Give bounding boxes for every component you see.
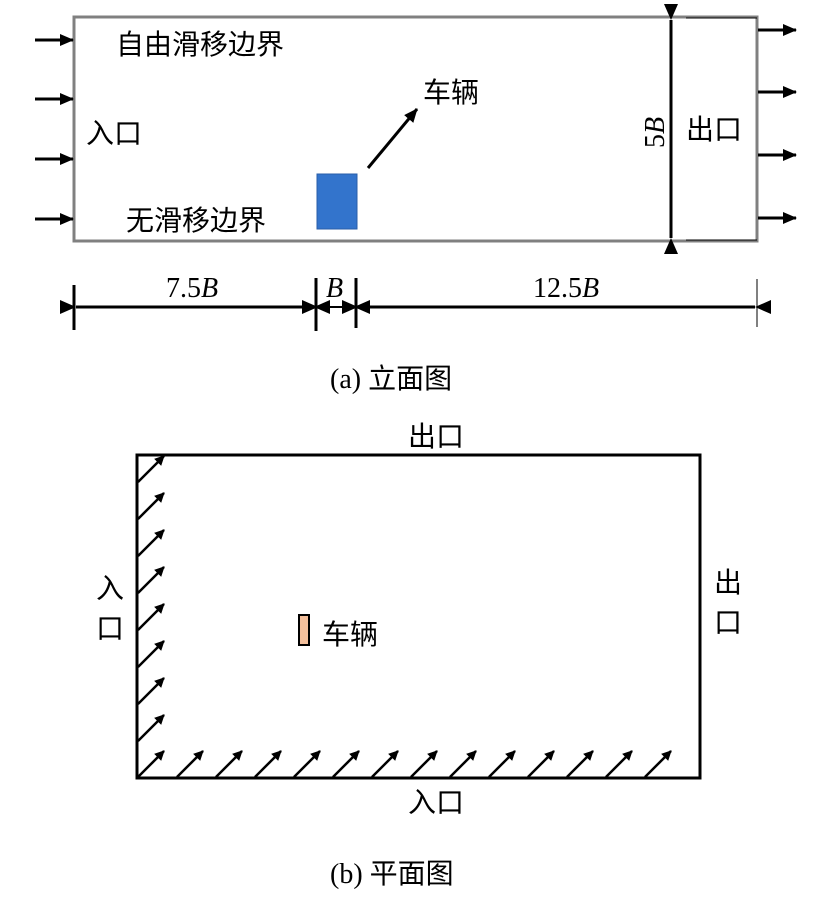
right-outlet-label: 口 xyxy=(714,606,742,639)
inlet-arrows xyxy=(35,34,74,225)
inlet-arrow xyxy=(488,750,516,778)
vehicle xyxy=(316,173,358,230)
outlet-arrows xyxy=(758,24,797,224)
inlet-arrow xyxy=(644,750,672,778)
elevation-caption: (a) 立面图 xyxy=(330,363,452,395)
inlet-arrow xyxy=(137,566,165,594)
vehicle-dimension-label: B xyxy=(326,273,343,304)
inlet-arrow xyxy=(254,750,282,778)
left-inlet-label: 口 xyxy=(96,612,124,645)
domain-boundary xyxy=(72,15,759,243)
upstream-dimension-label: 7.5B xyxy=(166,273,218,304)
outlet-label: 出口 xyxy=(686,113,742,146)
inlet-arrow xyxy=(176,750,204,778)
elevation-view: 5B 自由滑移边界 无滑移边界 入口 车辆 出口 7.5B B 12.5B (a… xyxy=(35,3,797,395)
inlet-arrow xyxy=(371,750,399,778)
inlet-arrow xyxy=(137,529,165,557)
vehicle-label: 车辆 xyxy=(322,618,378,651)
height-label: 5B xyxy=(640,117,671,148)
inlet-arrow xyxy=(566,750,594,778)
right-outlet-label: 出 xyxy=(714,566,742,599)
inlet-arrow xyxy=(137,603,165,631)
inlet-arrow xyxy=(137,714,165,742)
no-slip-label: 无滑移边界 xyxy=(126,204,266,237)
left-inlet-label: 入 xyxy=(96,572,124,605)
downstream-dimension-label: 12.5B xyxy=(533,273,599,304)
length-dimensions xyxy=(60,278,771,331)
inlet-arrow xyxy=(137,640,165,668)
inlet-arrow xyxy=(137,750,165,778)
bottom-inlet-label: 入口 xyxy=(408,786,464,819)
inlet-arrow xyxy=(137,492,165,520)
inlet-arrow xyxy=(527,750,555,778)
inlet-arrow xyxy=(137,455,165,483)
plan-caption: (b) 平面图 xyxy=(330,859,454,890)
vehicle xyxy=(298,614,310,646)
inlet-arrow xyxy=(605,750,633,778)
inlet-arrow xyxy=(449,750,477,778)
top-outlet-label: 出口 xyxy=(408,420,464,453)
inlet-arrow xyxy=(293,750,321,778)
vehicle-label: 车辆 xyxy=(423,76,479,109)
free-slip-label: 自由滑移边界 xyxy=(116,28,284,61)
plan-view: 车辆 出口 出 口 入 口 入口 (b) 平面图 xyxy=(96,420,742,890)
inlet-arrow xyxy=(332,750,360,778)
inlet-arrow xyxy=(137,677,165,705)
vehicle-pointer-arrow xyxy=(366,108,419,169)
plan-boundary xyxy=(135,453,702,780)
inlet-arrow xyxy=(215,750,243,778)
inlet-arrow xyxy=(410,750,438,778)
inlet-label: 入口 xyxy=(86,117,142,150)
inlet-arrows xyxy=(137,455,672,778)
